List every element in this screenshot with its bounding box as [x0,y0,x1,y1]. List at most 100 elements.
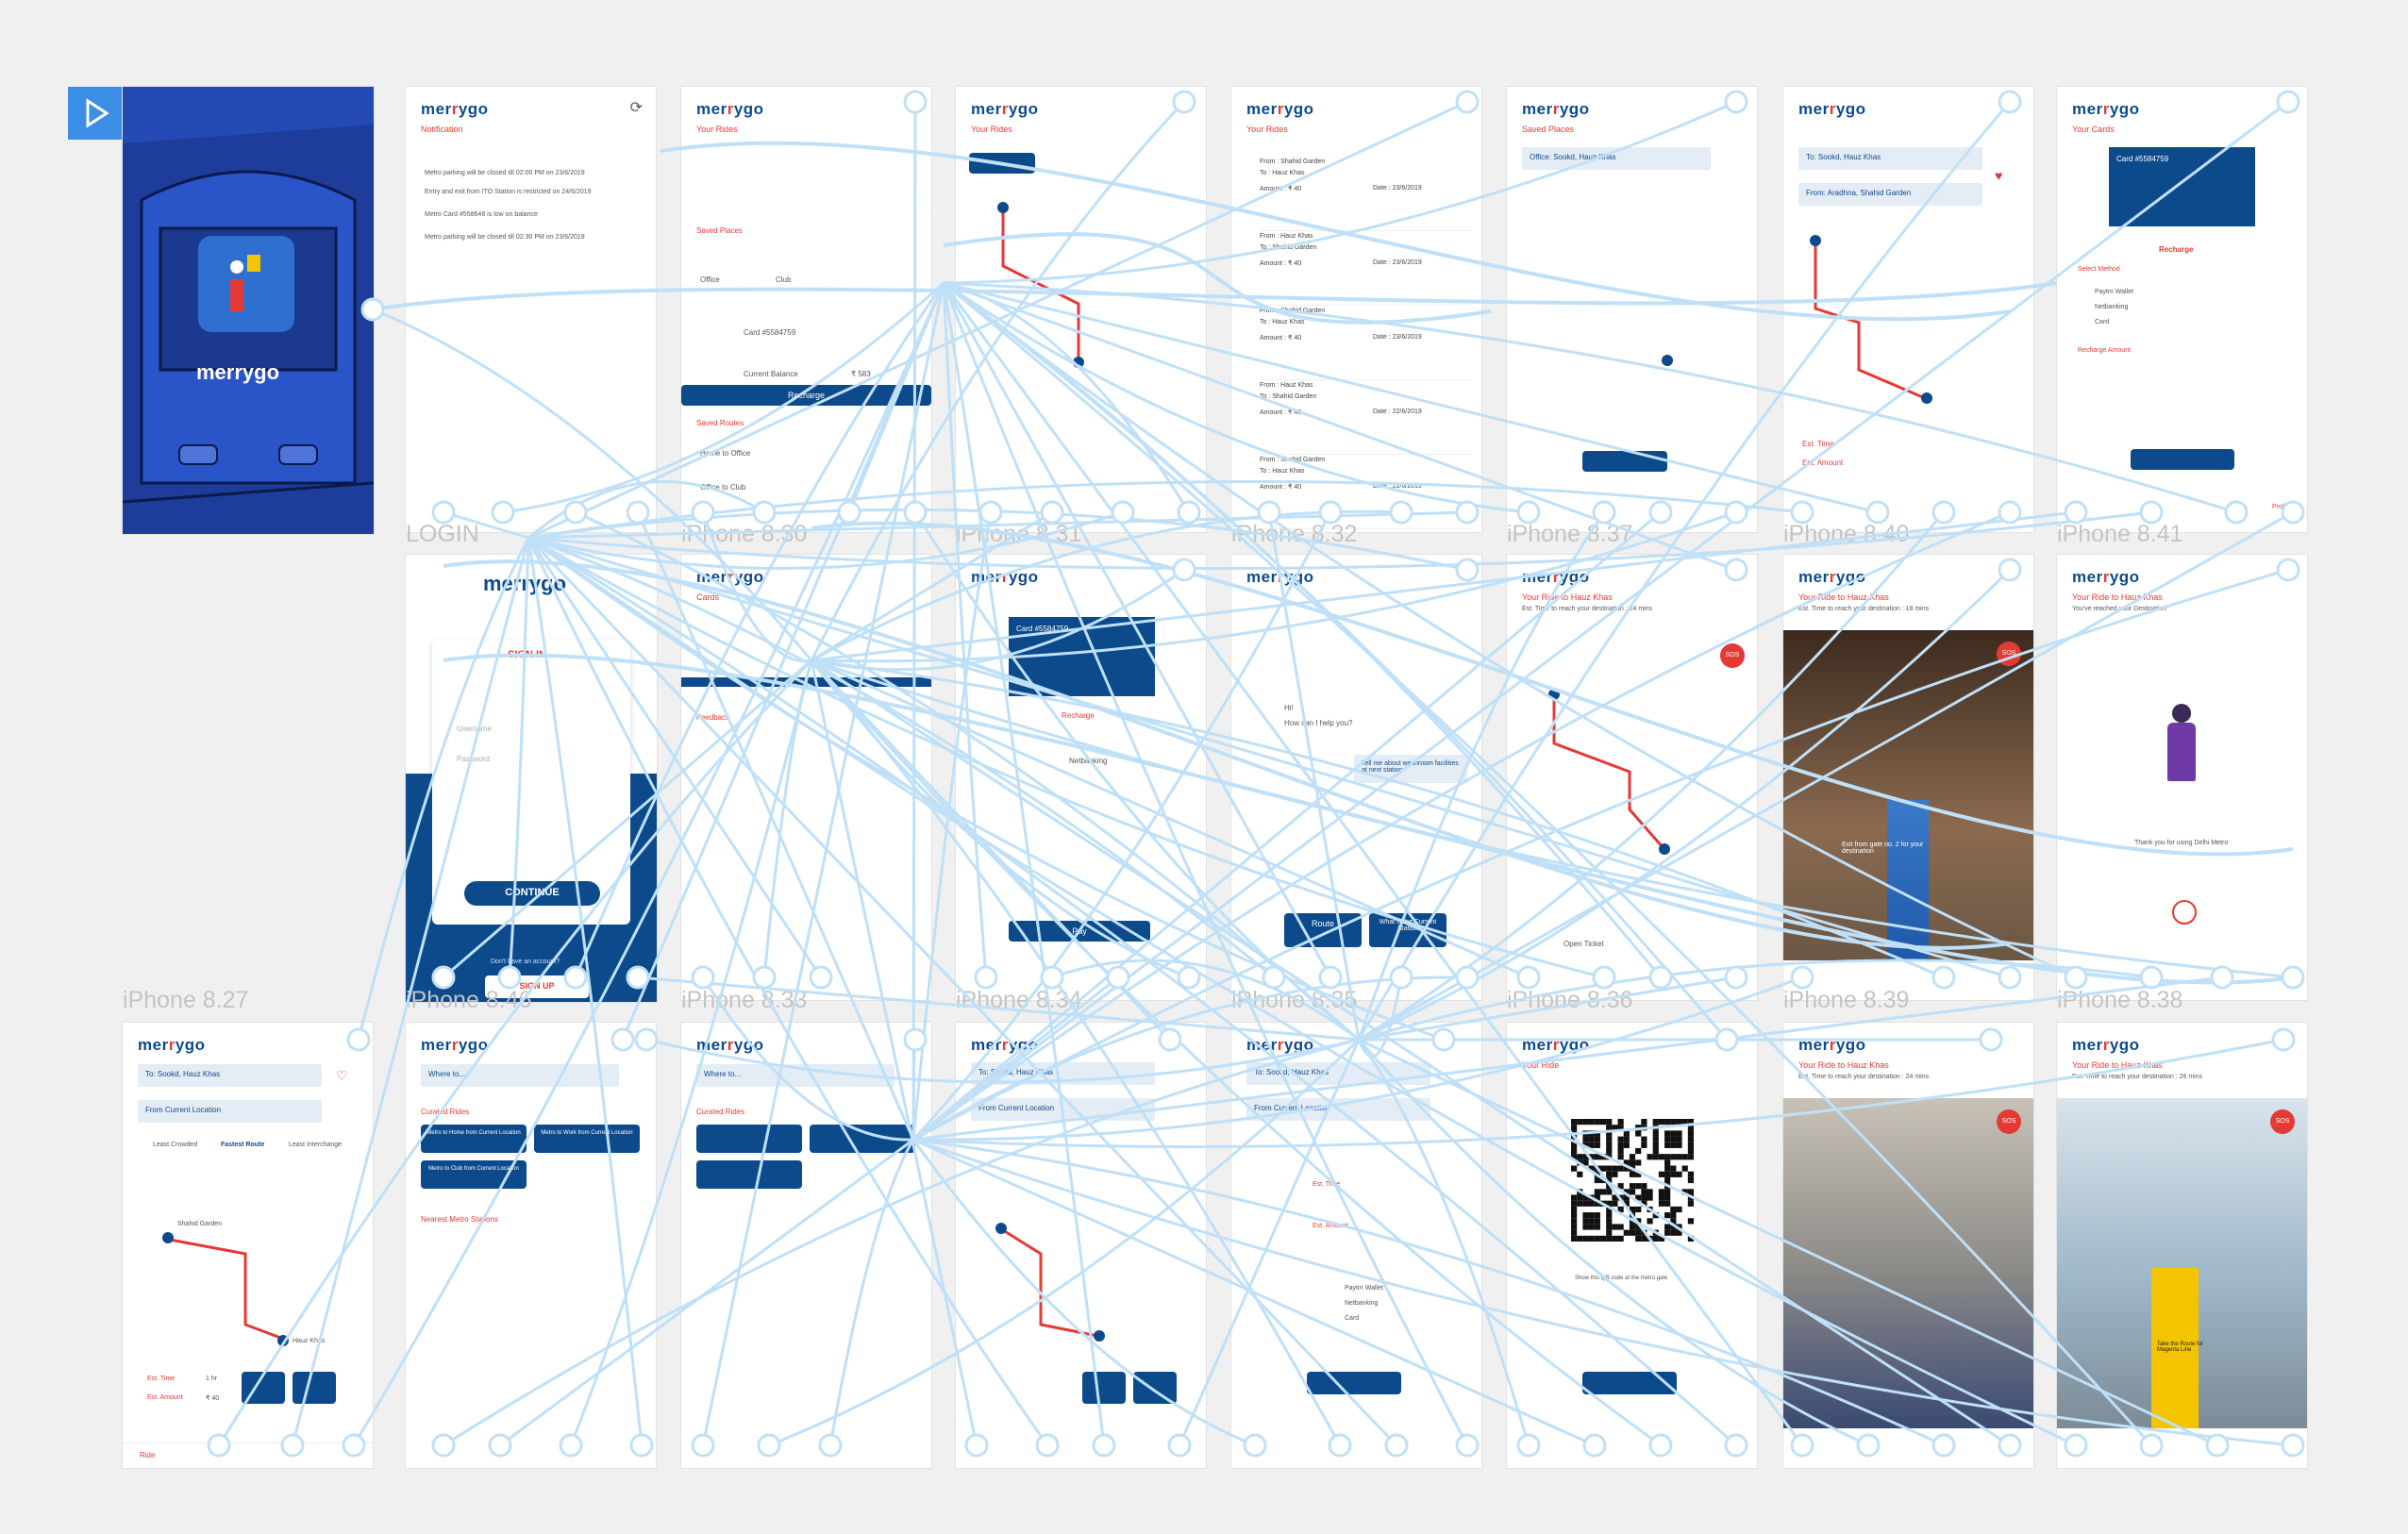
notification-item[interactable]: Metro parking will be closed till 02:30 … [425,234,585,241]
place-item[interactable]: Club [776,275,792,284]
curated-ride-button[interactable] [810,1125,915,1153]
saved-places-screen: merrygo Saved Places Office: Sookd, Hauz… [1507,87,1757,532]
username-field[interactable]: Username [457,725,492,733]
method-option[interactable]: Paytm Wallet [2095,289,2133,295]
history-amount: Amount : ₹ 40 [1260,409,1302,416]
origin-field[interactable]: From Current Location [1246,1098,1430,1121]
history-date: Date : 23/6/2019 [1373,334,1422,341]
method-option[interactable]: Paytm Wallet [1345,1285,1383,1292]
page-title: Your Rides [1246,125,1288,134]
brand-logo: merrygo [971,568,1039,586]
done-button[interactable] [1582,1372,1677,1394]
metro-card[interactable]: Card #5584759 [1009,617,1155,696]
eta-label: Est. Time [1802,440,1834,448]
start-ride-button[interactable] [1082,1372,1126,1404]
section-title: Saved Routes [696,419,744,427]
profile-link[interactable]: Profile [2272,504,2291,510]
frame-label: iPhone 8.39 [1783,987,1910,1013]
frame-label: iPhone 8.27 [123,987,249,1013]
frame-label: iPhone 8.30 [681,521,808,547]
qr-code [1571,1119,1694,1242]
notification-item[interactable]: Metro parking will be closed till 02:00 … [425,170,585,176]
route-map [1548,689,1670,855]
open-ticket-link[interactable]: Open Ticket [1564,940,1604,948]
method-option[interactable]: Netbanking [1345,1300,1379,1307]
curated-ride-button[interactable]: Metro to Club from Current Location [421,1160,527,1189]
train-ar-screen: merrygo Your Ride to Hauz Khas Est. Time… [1783,1023,2033,1468]
brand-logo: merrygo [1246,100,1314,118]
pay-button[interactable] [2131,449,2234,470]
brand-logo: merrygo [696,568,764,586]
page-title: Your Ride [1522,1060,1560,1070]
search-input[interactable]: Where to... [696,1064,895,1087]
history-from: From : Shahid Garden [1260,457,1326,463]
quick-reply-button[interactable]: What is the Current Station [1369,913,1446,947]
method-option[interactable]: Netbanking [2095,304,2129,310]
metro-card[interactable]: Card #5584759 [2109,147,2255,226]
start-ride-button[interactable] [242,1372,285,1404]
platform-ar-screen: merrygo Your Ride to Hauz Khas Est. Time… [2057,1023,2307,1468]
brand-logo: merrygo [2072,1036,2140,1054]
tab-ride[interactable]: Ride [140,1451,156,1459]
recharge-screen: merrygo Card #5584759 Recharge Netbankin… [956,555,1206,1000]
get-ticket-button[interactable] [1133,1372,1177,1404]
sos-button[interactable]: SOS [2270,1109,2295,1134]
where-to-selected-screen: merrygo Where to... Curated Rides [681,1023,931,1468]
page-title: Your Rides [696,125,738,134]
history-to: To : Shahid Garden [1260,393,1317,400]
continue-button[interactable]: CONTINUE [464,881,600,906]
confirm-button[interactable] [1582,451,1667,472]
direction-hint: Take the Route for Magenta Line [2157,1342,2204,1353]
route-item[interactable]: Office to Club [700,483,746,492]
amount-value: ₹ 40 [206,1395,220,1402]
frame-label: iPhone 8.35 [1231,987,1358,1013]
quick-reply-button[interactable]: Route [1284,913,1362,947]
place-item[interactable]: Office [700,275,720,284]
eta-label: Est. Time [1313,1181,1341,1188]
curated-ride-button[interactable] [696,1125,802,1153]
route-item[interactable]: Home to Office [700,449,751,458]
search-input[interactable]: Where to... [421,1064,619,1087]
card-strip [681,677,931,687]
curated-ride-button[interactable]: Metro to Home from Current Location [421,1125,527,1153]
notification-item[interactable]: Metro Card #558648 is low on balance [425,211,538,218]
qr-note: Show this QR code at the metro gate [1575,1276,1668,1281]
frame-label: iPhone 8.46 [406,987,532,1013]
tab-least-crowded[interactable]: Least Crowded [153,1142,198,1148]
notification-item[interactable]: Entry and exit from ITO Station is restr… [425,189,592,195]
history-to: To : Hauz Khas [1260,170,1305,176]
password-field[interactable]: Password [457,755,491,763]
feedback-title: Feedback [696,713,730,722]
recharge-button[interactable]: Recharge [681,385,931,406]
where-to-screen: merrygo Where to... Curated Rides Metro … [406,1023,656,1468]
sos-button[interactable]: SOS [1997,642,2021,666]
history-from: From : Hauz Khas [1260,233,1313,240]
play-prototype-button[interactable] [68,87,123,140]
pay-button[interactable] [1307,1372,1401,1394]
station-photo [1783,630,2033,960]
eta-text: Est. Time to reach your destination : 26… [2072,1074,2203,1080]
sos-button[interactable]: SOS [1997,1109,2021,1134]
method-option[interactable]: Netbanking [1069,757,1108,765]
card-number: Card #5584759 [744,328,796,337]
method-option[interactable]: Card [1345,1315,1360,1322]
method-option[interactable]: Card [2095,319,2110,325]
curated-ride-button[interactable] [696,1160,802,1189]
bottom-tab-bar: Ride [123,1442,373,1468]
history-from: From : Hauz Khas [1260,382,1313,389]
destination-field[interactable]: To: Sookd, Hauz Khas [1246,1062,1430,1085]
history-from: From : Shahid Garden [1260,308,1326,314]
curated-ride-button[interactable]: Metro to Work from Current Location [534,1125,640,1153]
history-to: To : Hauz Khas [1260,468,1305,475]
qr-ticket-screen: merrygo Your Ride Show this QR code at t… [1507,1023,1757,1468]
brand-logo: merrygo [421,100,489,118]
get-ticket-button[interactable] [293,1372,336,1404]
pay-button[interactable]: Pay [1009,921,1150,942]
refresh-icon[interactable]: ⟳ [629,100,643,116]
